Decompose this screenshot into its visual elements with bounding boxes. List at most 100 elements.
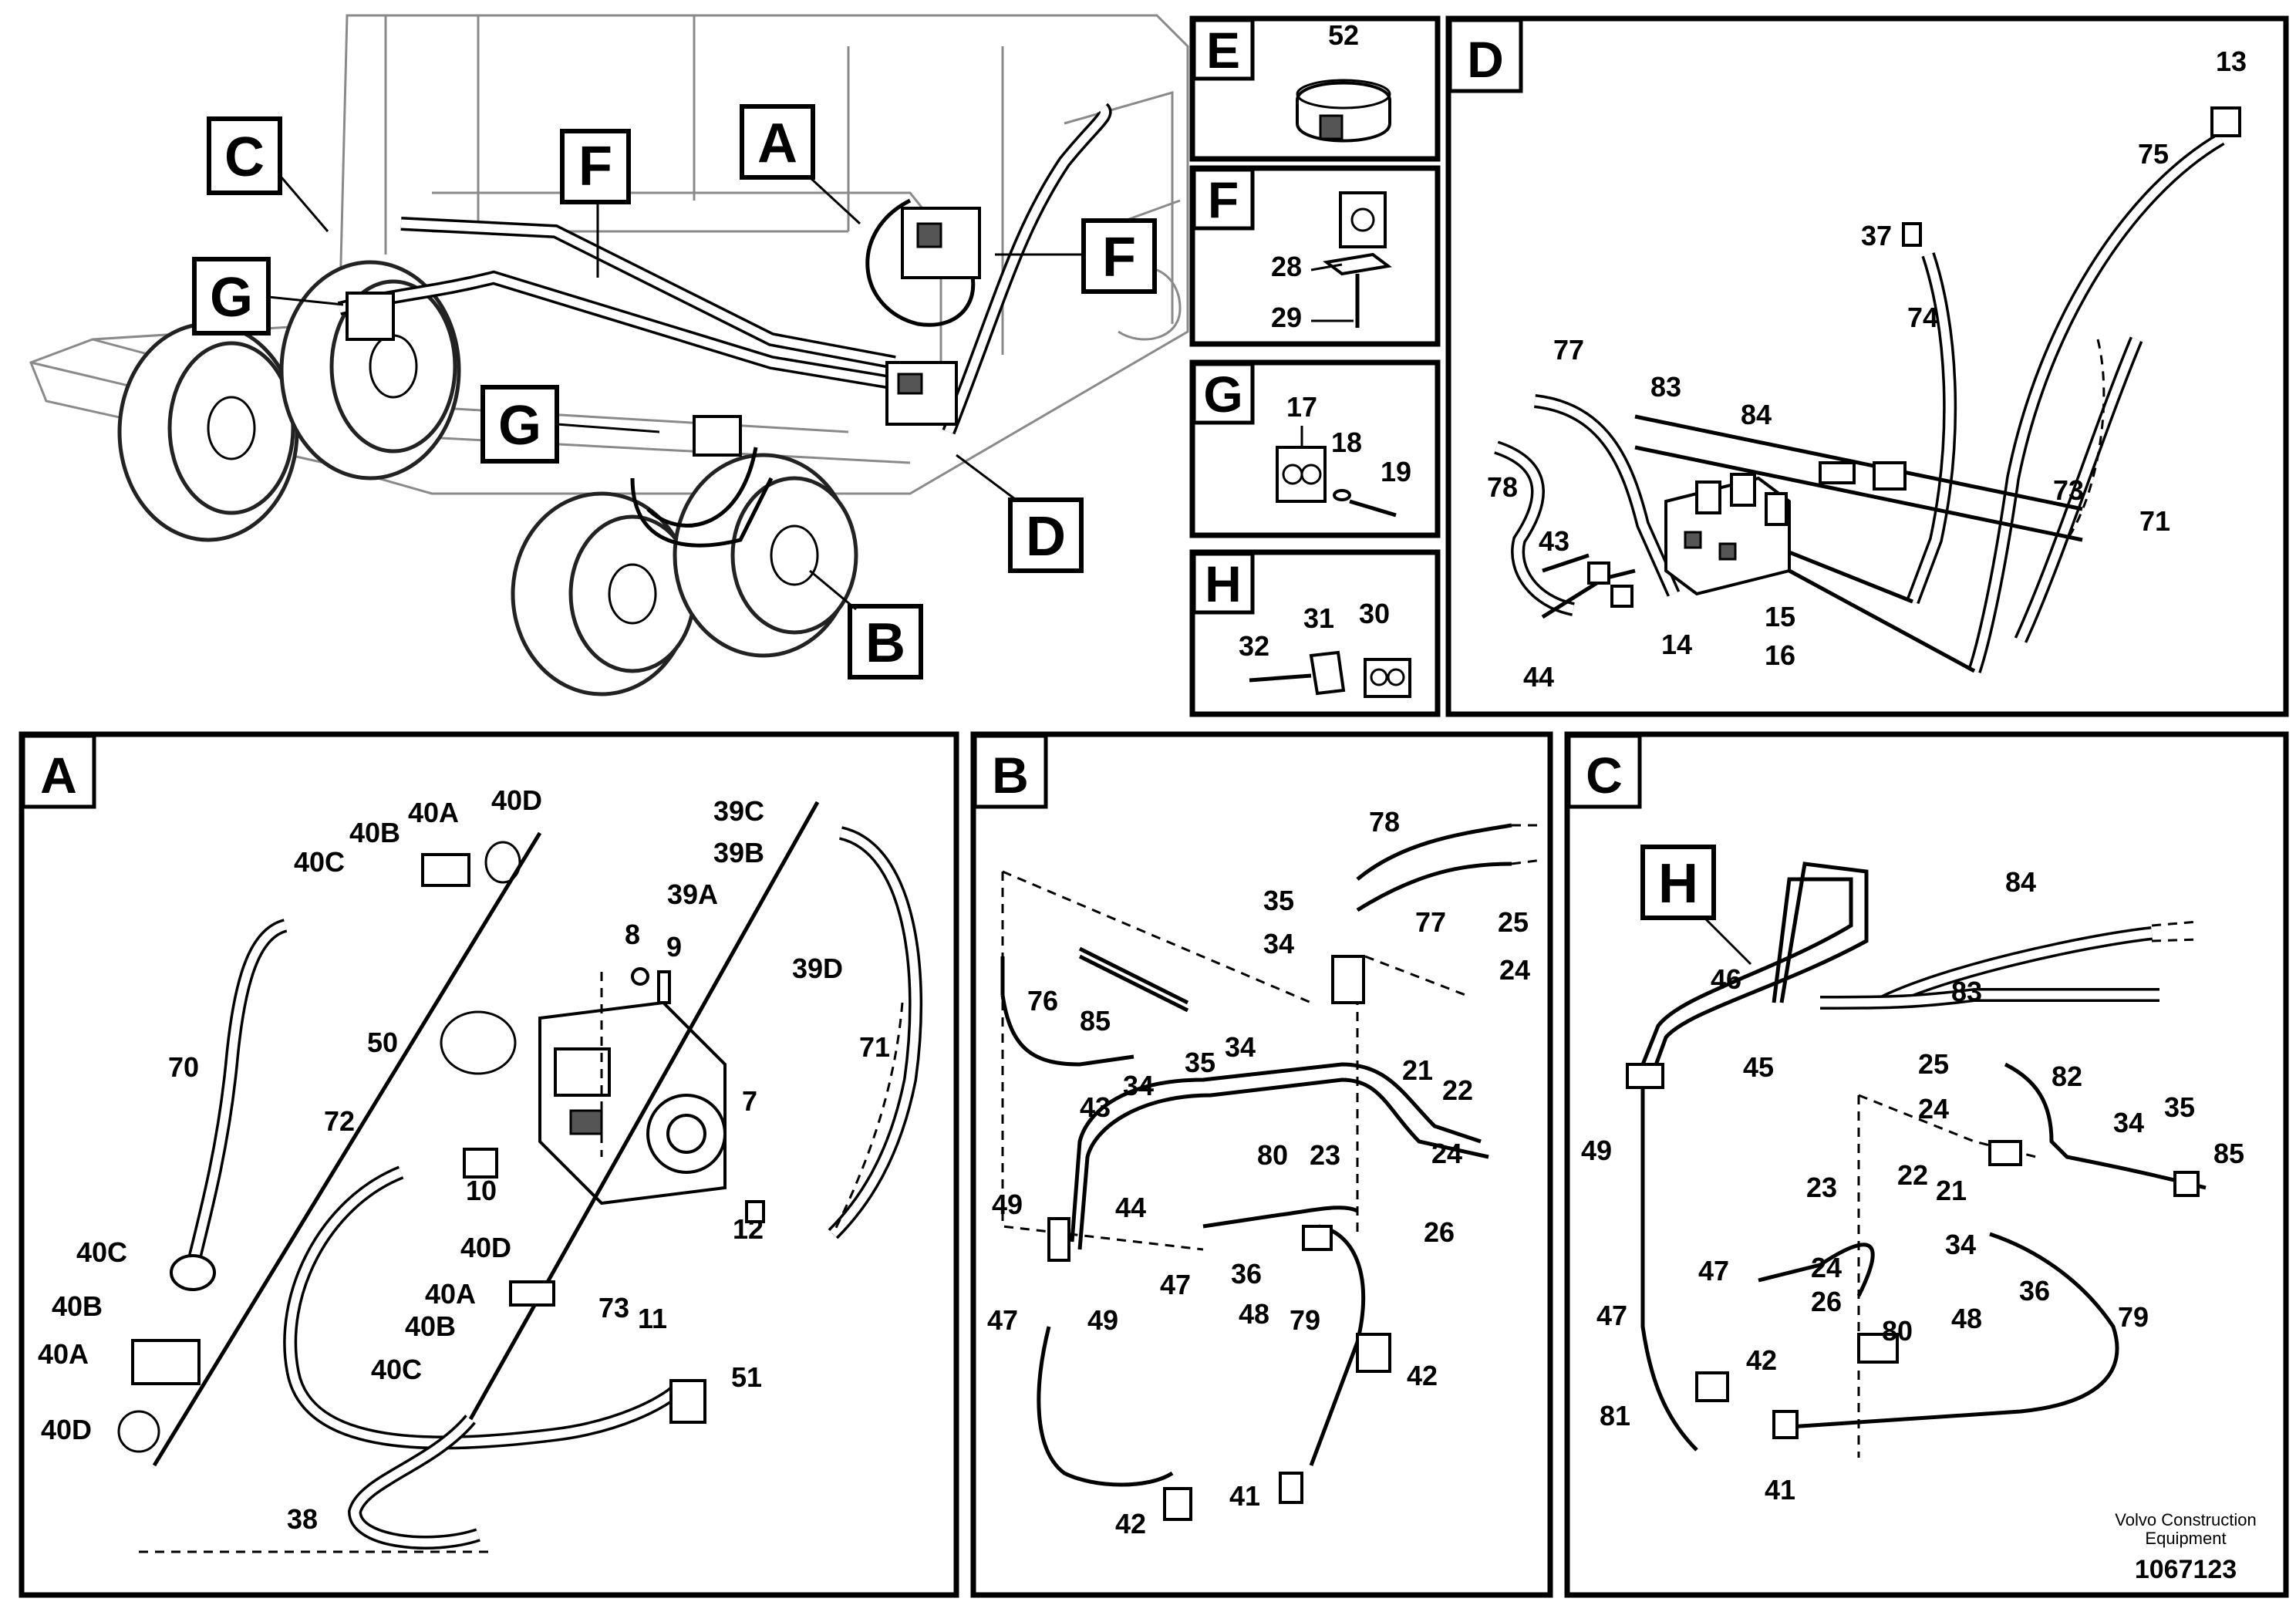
label-15: 15 xyxy=(1765,601,1795,632)
o-ring-50 xyxy=(440,1010,517,1075)
label-21: 21 xyxy=(1936,1175,1967,1206)
svg-text:H: H xyxy=(1658,853,1698,915)
label-44: 44 xyxy=(1523,661,1554,693)
label-74: 74 xyxy=(1907,302,1938,333)
wheel-rear-right xyxy=(673,453,858,658)
overview-callout-f-left[interactable]: F xyxy=(560,129,631,278)
svg-text:H: H xyxy=(1205,555,1242,612)
label-71: 71 xyxy=(859,1031,890,1063)
svg-text:C: C xyxy=(224,126,265,188)
pipe-clamp xyxy=(1276,446,1397,518)
label-40c-mid: 40C xyxy=(371,1354,422,1385)
label-78: 78 xyxy=(1487,471,1518,503)
label-40a-mid: 40A xyxy=(425,1278,476,1310)
overview-callout-a[interactable]: A xyxy=(740,104,861,225)
overview-illustration xyxy=(29,14,1189,696)
label-70: 70 xyxy=(168,1051,199,1083)
label-46: 46 xyxy=(1711,963,1741,995)
panel-c-callout-h[interactable]: H xyxy=(1640,845,1752,966)
label-38: 38 xyxy=(287,1503,318,1535)
clamp-band xyxy=(1296,79,1391,143)
label-79: 79 xyxy=(1290,1304,1320,1336)
label-47-left: 47 xyxy=(1596,1300,1627,1331)
label-73: 73 xyxy=(598,1292,629,1324)
label-39b: 39B xyxy=(713,837,764,868)
label-31: 31 xyxy=(1303,602,1334,634)
label-40b-top: 40B xyxy=(349,817,400,848)
fitting-13 xyxy=(2210,106,2241,137)
overview-callout-g-right[interactable]: G xyxy=(480,385,660,464)
panel-f: F 28 29 xyxy=(1189,165,1441,347)
panel-e-tag xyxy=(1192,18,1255,81)
label-85: 85 xyxy=(1080,1005,1111,1037)
label-14: 14 xyxy=(1661,629,1692,660)
label-40c-top: 40C xyxy=(294,846,345,878)
overview-callout-f-right[interactable]: F xyxy=(995,218,1157,294)
label-26: 26 xyxy=(1811,1286,1842,1317)
overview-callout-c[interactable]: C xyxy=(207,116,329,232)
brand-line-1: Volvo Construction xyxy=(2115,1510,2256,1529)
svg-text:G: G xyxy=(498,395,541,457)
overview-callout-g-left[interactable]: G xyxy=(192,257,344,336)
panel-a: A 40D 40A 40B 40C 39C 39B xyxy=(19,731,959,1598)
label-47-left: 47 xyxy=(987,1304,1018,1336)
label-19: 19 xyxy=(1381,456,1411,487)
label-48: 48 xyxy=(1239,1298,1269,1330)
svg-text:E: E xyxy=(1206,22,1240,79)
svg-text:F: F xyxy=(578,136,612,197)
label-24-top: 24 xyxy=(1499,954,1530,986)
label-76: 76 xyxy=(1027,985,1058,1017)
label-40a-left: 40A xyxy=(38,1338,89,1370)
label-43: 43 xyxy=(1080,1091,1111,1123)
panel-b-tag xyxy=(973,733,1048,809)
overview-callout-d[interactable]: D xyxy=(956,454,1084,573)
label-24-mid: 24 xyxy=(1431,1138,1462,1169)
label-37: 37 xyxy=(1861,220,1892,251)
clip-bracket xyxy=(1323,191,1392,328)
label-83: 83 xyxy=(1951,976,1982,1007)
label-18: 18 xyxy=(1331,427,1362,458)
svg-text:D: D xyxy=(1467,31,1504,88)
label-39c: 39C xyxy=(713,795,764,827)
panel-c-tag xyxy=(1566,733,1642,809)
label-24-top: 24 xyxy=(1918,1093,1949,1125)
wheel-front-left xyxy=(117,322,299,542)
label-84: 84 xyxy=(2005,866,2036,898)
label-78: 78 xyxy=(1369,806,1400,838)
panel-b: B 78 35 77 25 34 24 76 85 34 35 34 21 22… xyxy=(970,731,1553,1598)
label-17: 17 xyxy=(1286,391,1317,423)
label-10: 10 xyxy=(466,1175,497,1206)
panel-h: H 32 31 30 xyxy=(1189,549,1441,717)
label-84: 84 xyxy=(1741,399,1772,430)
label-22: 22 xyxy=(1442,1074,1473,1106)
label-49: 49 xyxy=(1581,1135,1612,1166)
label-40c-left: 40C xyxy=(76,1236,127,1268)
panel-d: D 13 75 37 74 xyxy=(1445,15,2289,717)
svg-text:F: F xyxy=(1102,227,1136,288)
label-49-top: 49 xyxy=(992,1189,1023,1220)
label-34-mid: 34 xyxy=(1123,1070,1154,1101)
label-35-mid: 35 xyxy=(1185,1047,1215,1078)
label-25: 25 xyxy=(1498,906,1529,938)
brand-line-2: Equipment xyxy=(2145,1529,2226,1548)
panel-a-tag xyxy=(21,733,96,809)
overview-callout-b[interactable]: B xyxy=(809,569,923,679)
label-25: 25 xyxy=(1918,1048,1949,1080)
panel-f-tag xyxy=(1192,167,1255,231)
label-82: 82 xyxy=(2052,1061,2082,1092)
drawing-number: 1067123 xyxy=(2135,1555,2237,1584)
label-52: 52 xyxy=(1328,19,1359,51)
svg-text:G: G xyxy=(210,267,253,329)
label-16: 16 xyxy=(1765,639,1795,671)
label-21: 21 xyxy=(1402,1054,1433,1086)
control-valve-block xyxy=(1664,473,1791,596)
label-40d-mid: 40D xyxy=(460,1232,511,1263)
label-36: 36 xyxy=(2019,1275,2050,1307)
label-40b-left: 40B xyxy=(52,1290,103,1322)
bracket-clamp xyxy=(1249,650,1411,698)
label-81: 81 xyxy=(1600,1400,1630,1431)
label-40d-left: 40D xyxy=(41,1414,92,1445)
label-71: 71 xyxy=(2139,505,2170,537)
label-80: 80 xyxy=(1257,1139,1288,1171)
label-79: 79 xyxy=(2118,1301,2149,1333)
